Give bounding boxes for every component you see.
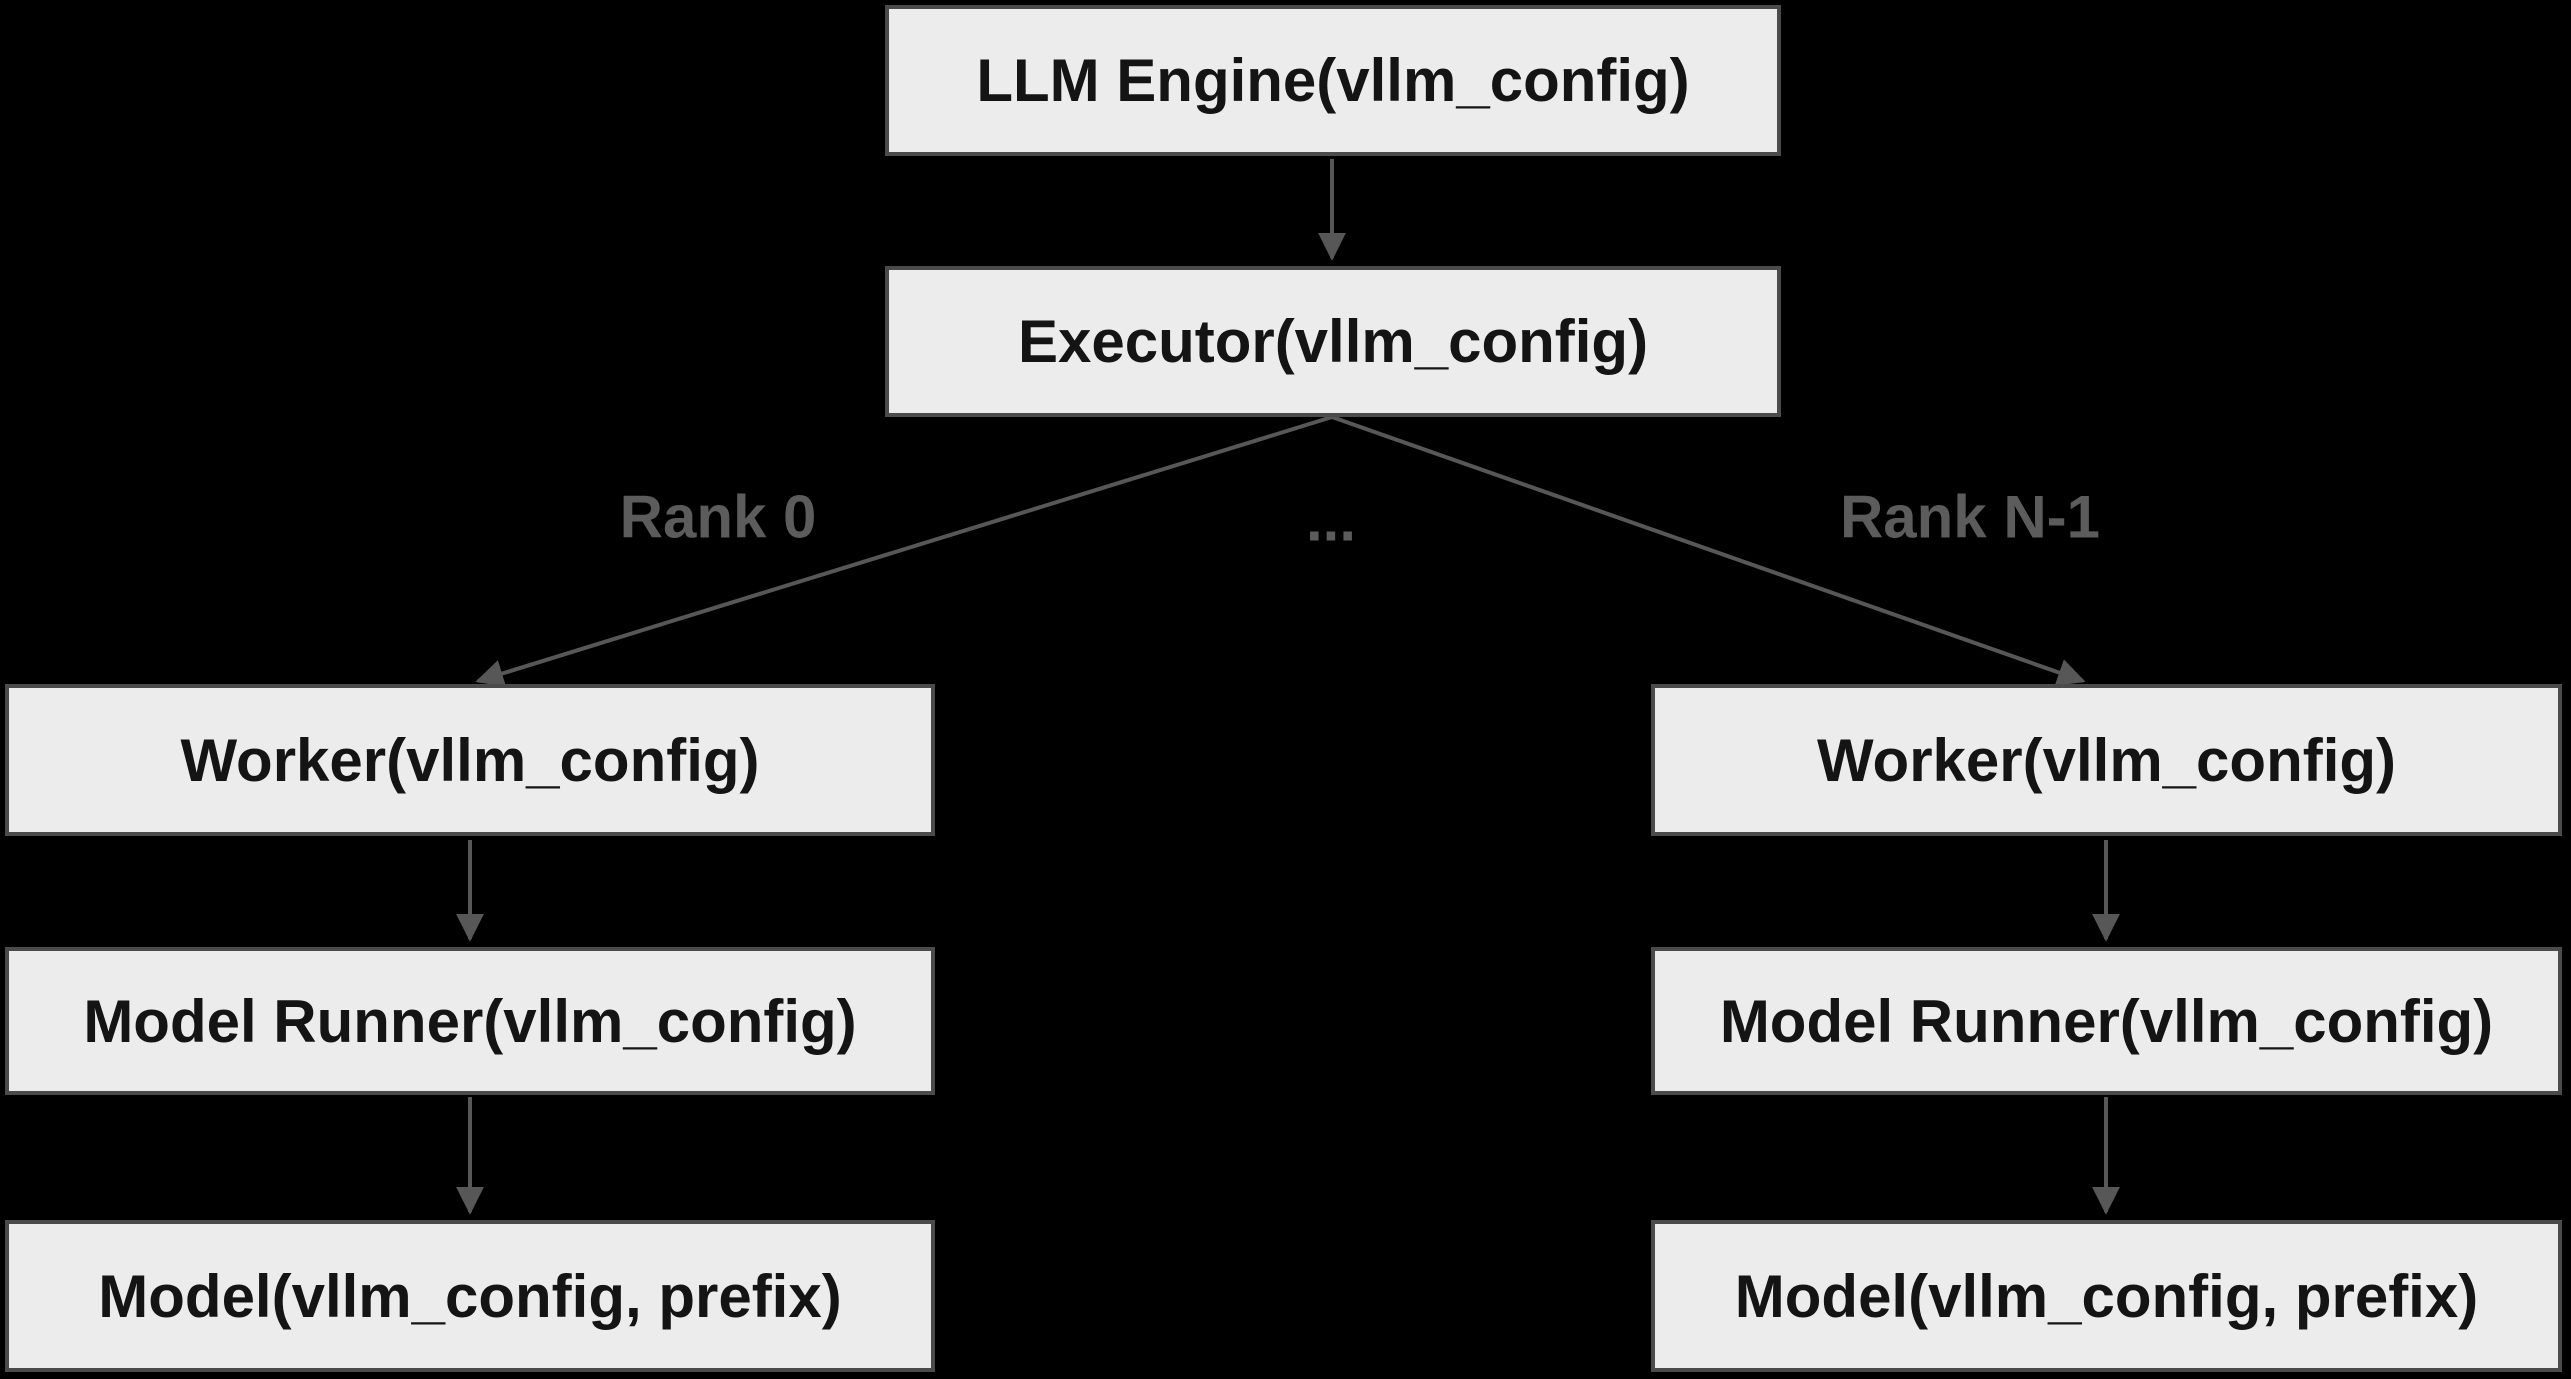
node-model-runner-right: Model Runner(vllm_config) <box>1651 947 2562 1095</box>
node-model-left-label: Model(vllm_config, prefix) <box>98 1262 842 1330</box>
node-model-runner-left: Model Runner(vllm_config) <box>5 947 935 1095</box>
node-llm-engine-label: LLM Engine(vllm_config) <box>976 47 1690 114</box>
node-model-right-label: Model(vllm_config, prefix) <box>1734 1262 2479 1330</box>
node-worker-left: Worker(vllm_config) <box>5 684 935 836</box>
node-model-right: Model(vllm_config, prefix) <box>1651 1220 2562 1372</box>
node-model-runner-left-label: Model Runner(vllm_config) <box>83 987 857 1055</box>
edge-executor-to-worker-right <box>1331 415 2086 686</box>
node-model-left: Model(vllm_config, prefix) <box>5 1220 935 1372</box>
node-llm-engine: LLM Engine(vllm_config) <box>885 5 1781 156</box>
edge-label-rank-n-1: Rank N-1 <box>1839 483 2101 551</box>
node-executor: Executor(vllm_config) <box>885 266 1781 417</box>
node-worker-right: Worker(vllm_config) <box>1651 684 2562 836</box>
edge-label-rank-0: Rank 0 <box>619 483 817 551</box>
node-executor-label: Executor(vllm_config) <box>1017 308 1649 375</box>
edge-label-ellipsis: ... <box>1305 486 1357 554</box>
node-worker-left-label: Worker(vllm_config) <box>180 726 760 794</box>
node-worker-right-label: Worker(vllm_config) <box>1817 726 2396 794</box>
node-model-runner-right-label: Model Runner(vllm_config) <box>1719 987 2494 1055</box>
edge-executor-to-worker-left <box>475 415 1333 687</box>
